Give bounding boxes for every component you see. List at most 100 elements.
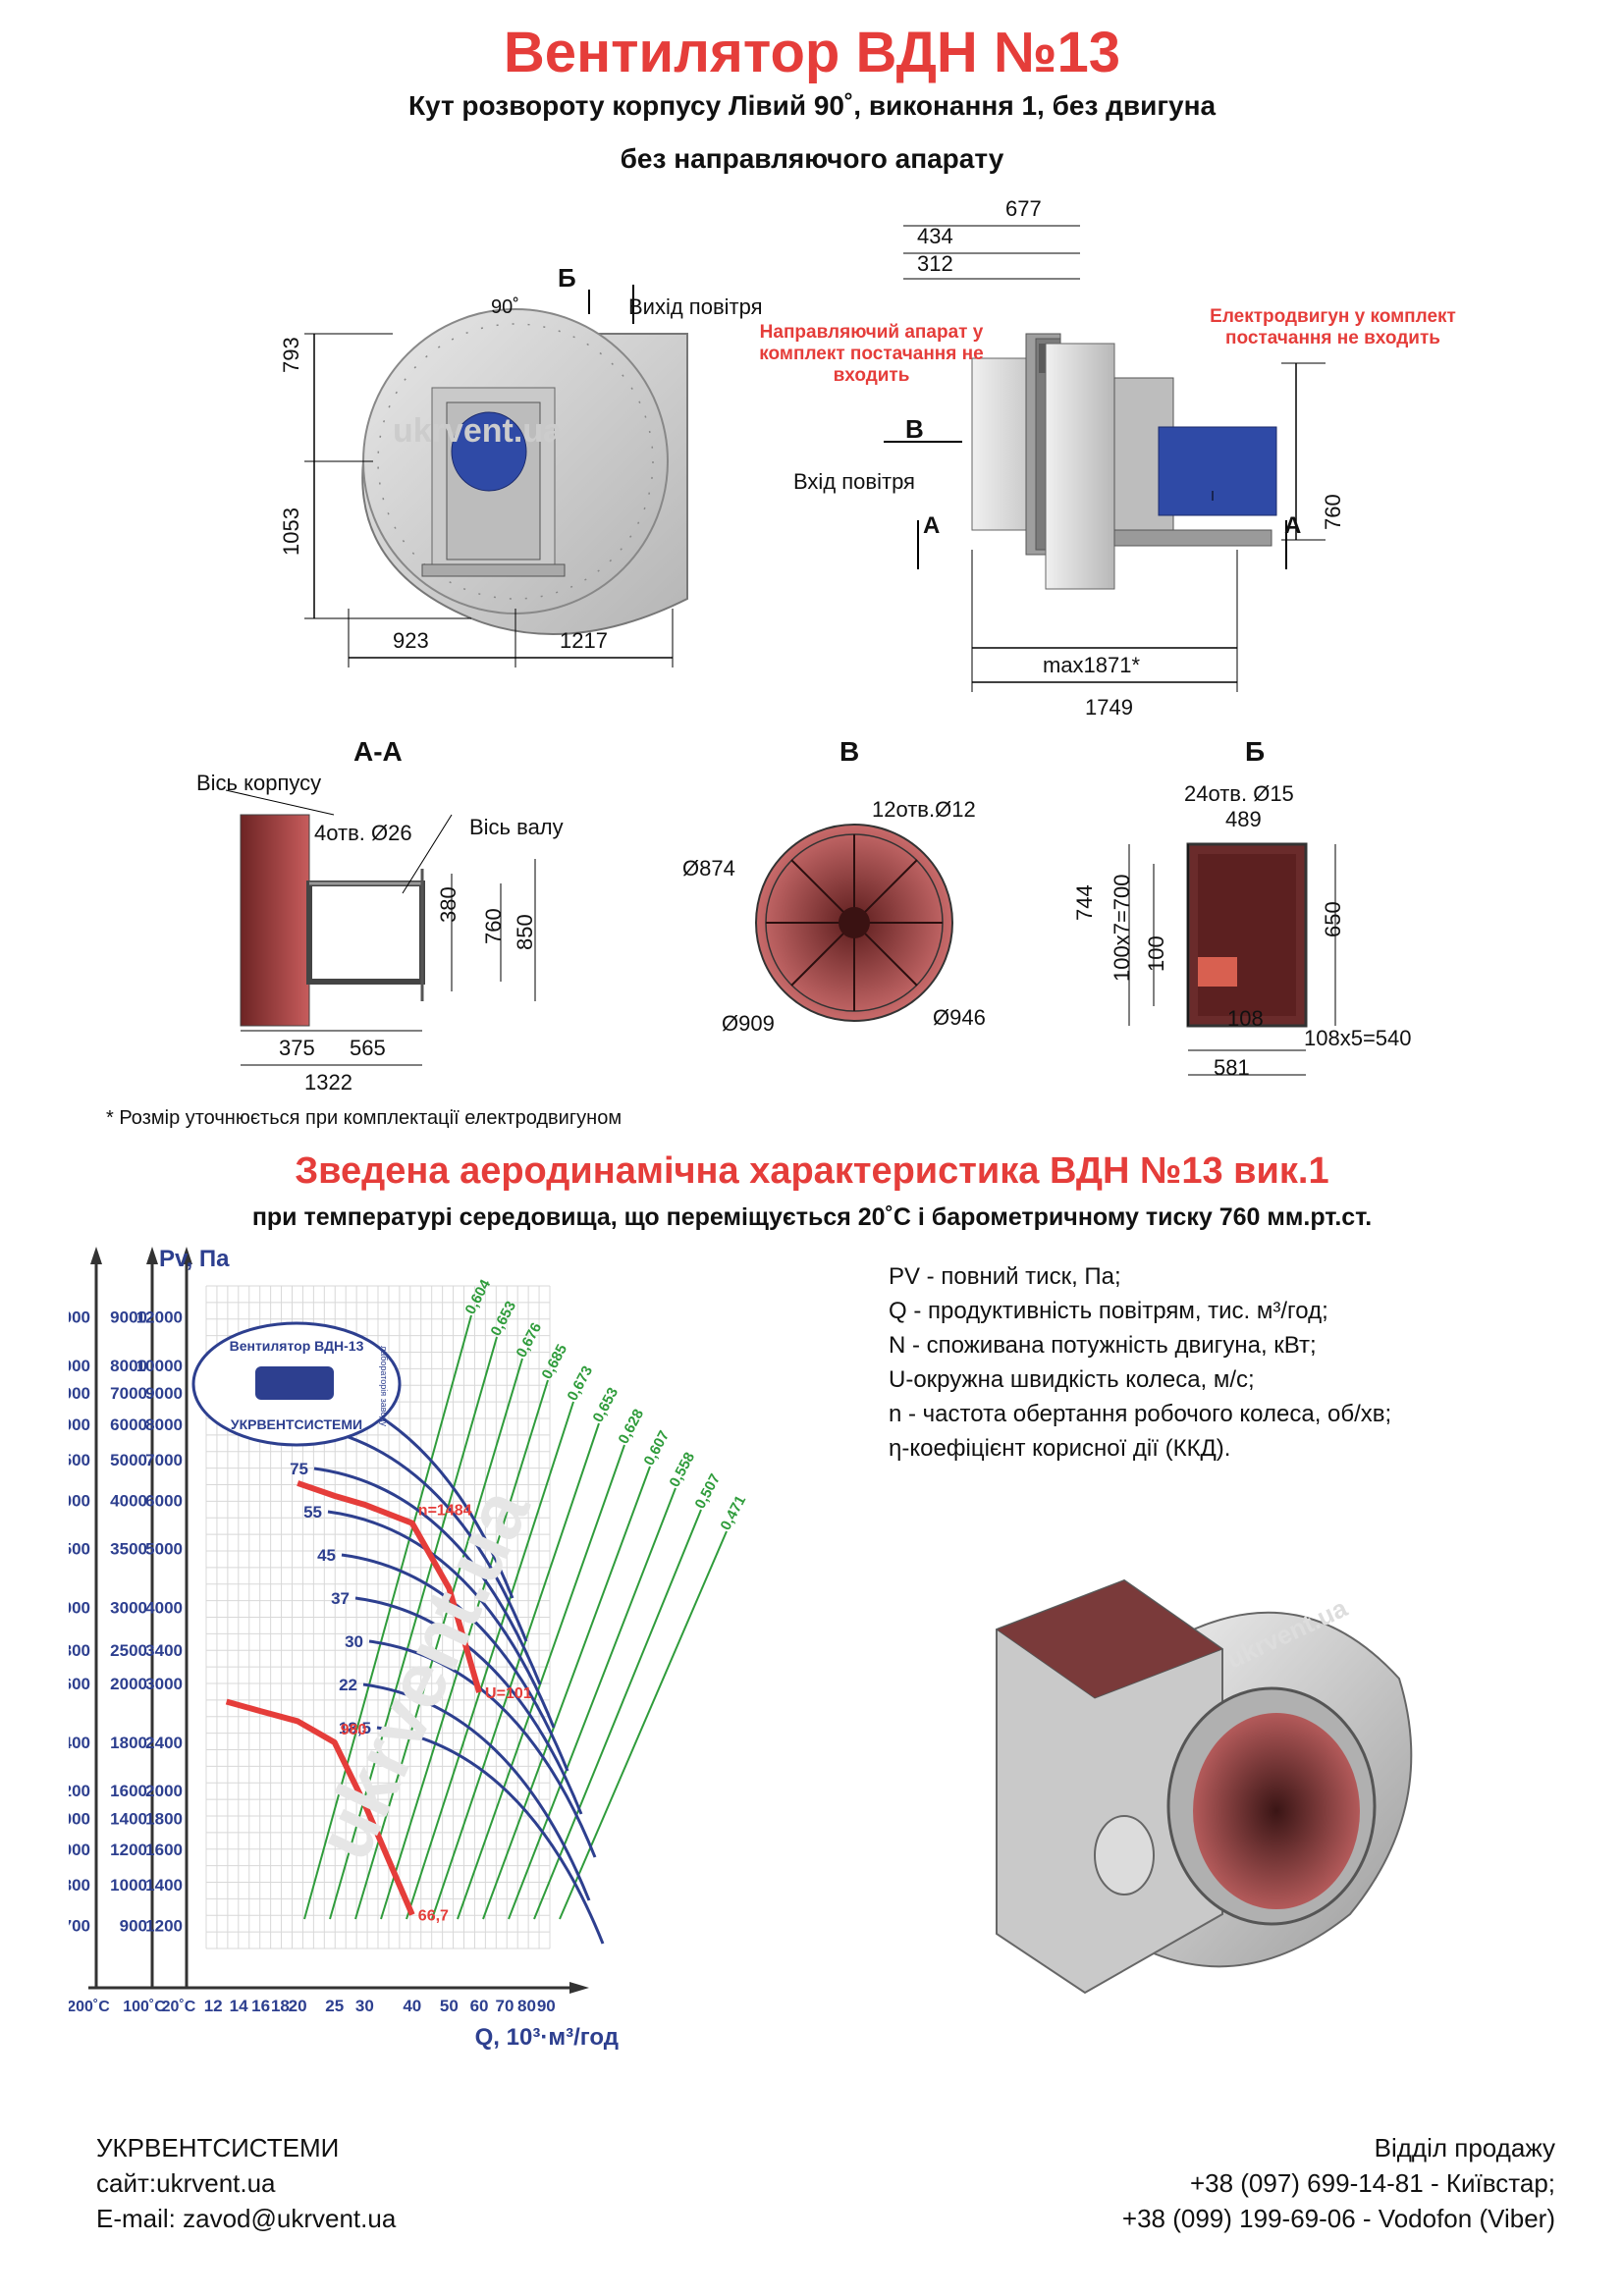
y-tick-label: 1600	[145, 1841, 183, 1859]
power-curve-label: 30	[345, 1632, 363, 1651]
y-tick-label: 1800	[145, 1809, 183, 1828]
y-tick-label: 3000	[145, 1675, 183, 1693]
x-tick-label: 14	[230, 1997, 248, 2015]
power-curve	[313, 1467, 542, 1685]
chart-section-title: Зведена аеродинамічна характеристика ВДН…	[295, 1150, 1329, 1192]
efficiency-line	[559, 1530, 728, 1920]
diameter-946: Ø946	[933, 1005, 986, 1030]
efficiency-line	[482, 1466, 651, 1920]
dim-677: 677	[1005, 196, 1042, 221]
chart-section-subtitle: при температурі середовища, що переміщує…	[251, 1203, 1373, 1231]
y-tick-label: 1800	[110, 1734, 147, 1752]
y-tick-label: 3500	[69, 1451, 90, 1469]
diameter-874: Ø874	[682, 856, 735, 881]
phone-kyivstar[interactable]: +38 (097) 699-14-81 - Київстар;	[1189, 2168, 1555, 2198]
x-axis-title: Q, 10³·м³/год	[475, 2024, 619, 2051]
y-tick-label: 2500	[110, 1641, 147, 1660]
view-b-drawing	[1128, 842, 1336, 1076]
dim-760-side: 760	[1321, 494, 1345, 530]
y-axis-title: Pv, Па	[159, 1246, 230, 1272]
x-tick-label: 30	[355, 1997, 374, 2015]
y-tick-label: 4000	[145, 1598, 183, 1617]
sales-department: Відділ продажу	[1374, 2133, 1555, 2163]
motor-note: Електродвигун у комплект постачання не в…	[1210, 306, 1456, 348]
y-tick-label: 1200	[110, 1841, 147, 1859]
legend-item: N - споживана потужність двигуна, кВт;	[889, 1332, 1317, 1359]
email-link[interactable]: E-mail: zavod@ukrvent.ua	[96, 2204, 397, 2233]
rpm-label: n=1484	[418, 1503, 472, 1520]
dim-108: 108	[1227, 1006, 1264, 1031]
shaft-axis-label: Вісь валу	[469, 815, 564, 839]
site-link[interactable]: сайт:ukrvent.ua	[96, 2168, 276, 2198]
view-v-drawing	[755, 824, 953, 1022]
air-inlet-label: Вхід повітря	[793, 469, 915, 494]
dim-100: 100	[1144, 935, 1168, 972]
y-tick-label: 8000	[110, 1357, 147, 1375]
page-title: Вентилятор ВДН №13	[503, 21, 1121, 84]
x-axis-arrow	[569, 1982, 589, 1994]
efficiency-line	[406, 1401, 574, 1920]
y-tick-label: 5000	[110, 1451, 147, 1469]
stamp-bottom-text: УКРВЕНТСИСТЕМИ	[231, 1416, 362, 1432]
dim-312: 312	[917, 251, 953, 276]
view-b-title: Б	[1245, 736, 1266, 767]
rpm-label: 980	[341, 1722, 367, 1738]
phone-vodafone[interactable]: +38 (099) 199-69-06 - Vodofon (Viber)	[1121, 2204, 1555, 2233]
efficiency-label: 0,628	[616, 1407, 648, 1447]
power-curve-label: 55	[303, 1503, 322, 1522]
power-curve	[362, 1682, 591, 1901]
guide-apparatus-note: Направляючий апарат у комплект постачанн…	[759, 322, 984, 386]
y-tick-label: 4000	[110, 1491, 147, 1510]
footer-right: Відділ продажу +38 (097) 699-14-81 - Киї…	[1122, 2130, 1555, 2236]
dim-108x5: 108х5=540	[1304, 1026, 1412, 1050]
power-curve-label: 75	[290, 1460, 308, 1478]
y-tick-label: 5000	[69, 1384, 90, 1403]
label-b-arrow: Б	[558, 263, 576, 293]
dim-850: 850	[513, 914, 537, 950]
efficiency-label: 0,653	[590, 1385, 623, 1425]
y-tick-label: 3000	[69, 1491, 90, 1510]
x-tick-label: 90	[537, 1997, 556, 2015]
power-curve-label: 45	[317, 1546, 336, 1565]
dim-760-aa: 760	[481, 908, 506, 944]
efficiency-line	[354, 1358, 523, 1920]
y-tick-label: 1400	[69, 1734, 90, 1752]
holes-26-label: 4отв. Ø26	[314, 821, 412, 845]
y-tick-label: 4000	[69, 1415, 90, 1434]
efficiency-line	[457, 1444, 625, 1920]
holes-15-label: 24отв. Ø15	[1184, 781, 1294, 806]
x-tick-label: 60	[470, 1997, 489, 2015]
label-a-right: А	[1284, 512, 1302, 539]
angle-90: 90˚	[491, 296, 519, 318]
y-tick-label: 2000	[69, 1598, 90, 1617]
y-tick-label: 1400	[145, 1876, 183, 1895]
efficiency-line	[329, 1336, 498, 1920]
y-tick-label: 800	[69, 1876, 90, 1895]
x-tick-label: 20	[289, 1997, 307, 2015]
y-axis-arrow	[146, 1247, 158, 1264]
y-tick-label: 8000	[145, 1415, 183, 1434]
y-tick-label: 3500	[110, 1539, 147, 1558]
page-subtitle-2: без направляючого апарату	[620, 143, 1004, 174]
front-view-drawing: ukrvent.ua	[304, 285, 688, 667]
stamp-fan-icon	[255, 1366, 334, 1400]
efficiency-label: 0,471	[718, 1493, 750, 1533]
dim-375: 375	[279, 1036, 315, 1060]
y-tick-label: 2500	[69, 1539, 90, 1558]
aerodynamic-chart: 7000 6000 5000 4000 3500 3000 2500 2000 1800 1600…	[69, 1246, 750, 2051]
efficiency-label: 0,507	[692, 1471, 725, 1512]
efficiency-line	[508, 1487, 677, 1920]
x-temperature-label: 100˚С	[123, 1999, 166, 2015]
legend-item: n - частота обертання робочого колеса, о…	[889, 1401, 1392, 1427]
y-tick-label: 7000	[145, 1451, 183, 1469]
y-tick-label: 6000	[110, 1415, 147, 1434]
dim-100x7: 100х7=700	[1110, 874, 1134, 983]
x-tick-label: 80	[517, 1997, 536, 2015]
y-tick-label: 9000	[110, 1308, 147, 1327]
y-tick-label: 6000	[145, 1491, 183, 1510]
dim-380: 380	[436, 886, 460, 923]
y-tick-label: 1600	[69, 1675, 90, 1693]
y-tick-label: 2400	[145, 1734, 183, 1752]
diameter-909: Ø909	[722, 1011, 775, 1036]
legend-block: PV - повний тиск, Па; Q - продуктивність…	[889, 1259, 1391, 1466]
